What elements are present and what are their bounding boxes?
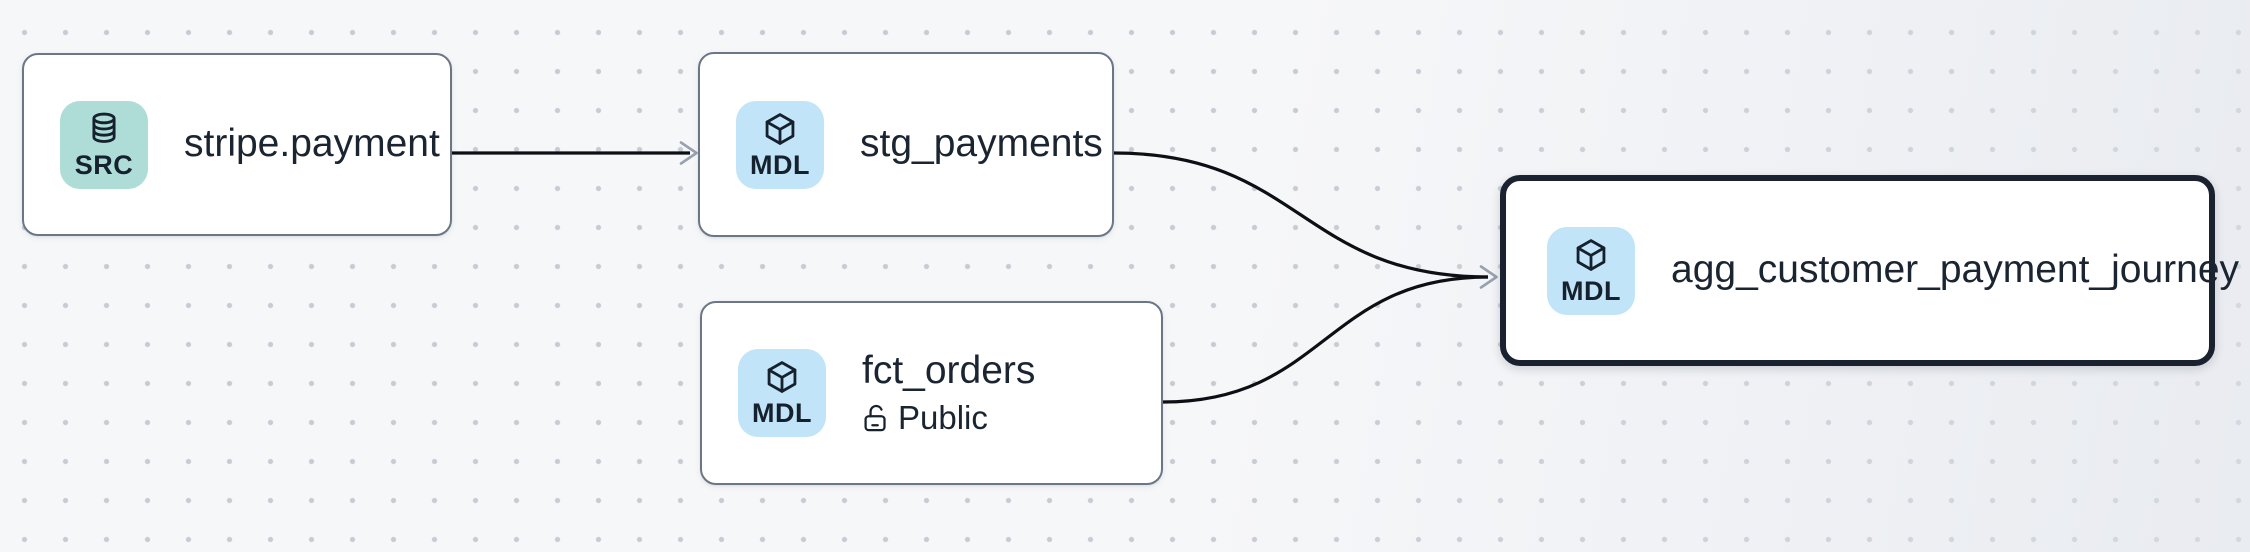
badge-label: SRC	[74, 149, 134, 180]
node-title: stg_payments	[860, 122, 1103, 166]
cube-icon	[762, 111, 798, 147]
arrowhead-icon	[1479, 265, 1498, 289]
node-fct-orders[interactable]: MDL fct_orders Public	[700, 301, 1163, 485]
arrowhead-icon	[679, 141, 698, 165]
model-badge: MDL	[738, 349, 826, 437]
node-title: fct_orders	[862, 349, 1036, 393]
edge-fct-orders-to-agg	[1162, 275, 1489, 404]
node-title: stripe.payment	[184, 122, 440, 166]
badge-label: MDL	[750, 149, 810, 180]
cube-icon	[1573, 237, 1609, 273]
badge-label: MDL	[752, 398, 812, 428]
badge-label: MDL	[1561, 275, 1621, 306]
node-title: agg_customer_payment_journey	[1671, 248, 2240, 292]
model-badge: MDL	[736, 100, 824, 189]
node-agg-customer-payment-journey[interactable]: MDL agg_customer_payment_journey	[1500, 175, 2239, 366]
source-badge: SRC	[60, 100, 148, 189]
model-badge: MDL	[1547, 226, 1635, 315]
edge-stg-payments-to-agg	[1113, 151, 1489, 279]
lock-open-icon	[862, 403, 889, 433]
access-label: Public	[898, 399, 988, 437]
node-stripe-payment[interactable]: SRC stripe.payment	[22, 53, 452, 236]
cube-icon	[764, 359, 800, 395]
database-icon	[86, 111, 122, 147]
access-row: Public	[862, 399, 1035, 437]
node-stg-payments[interactable]: MDL stg_payments	[698, 52, 1114, 237]
